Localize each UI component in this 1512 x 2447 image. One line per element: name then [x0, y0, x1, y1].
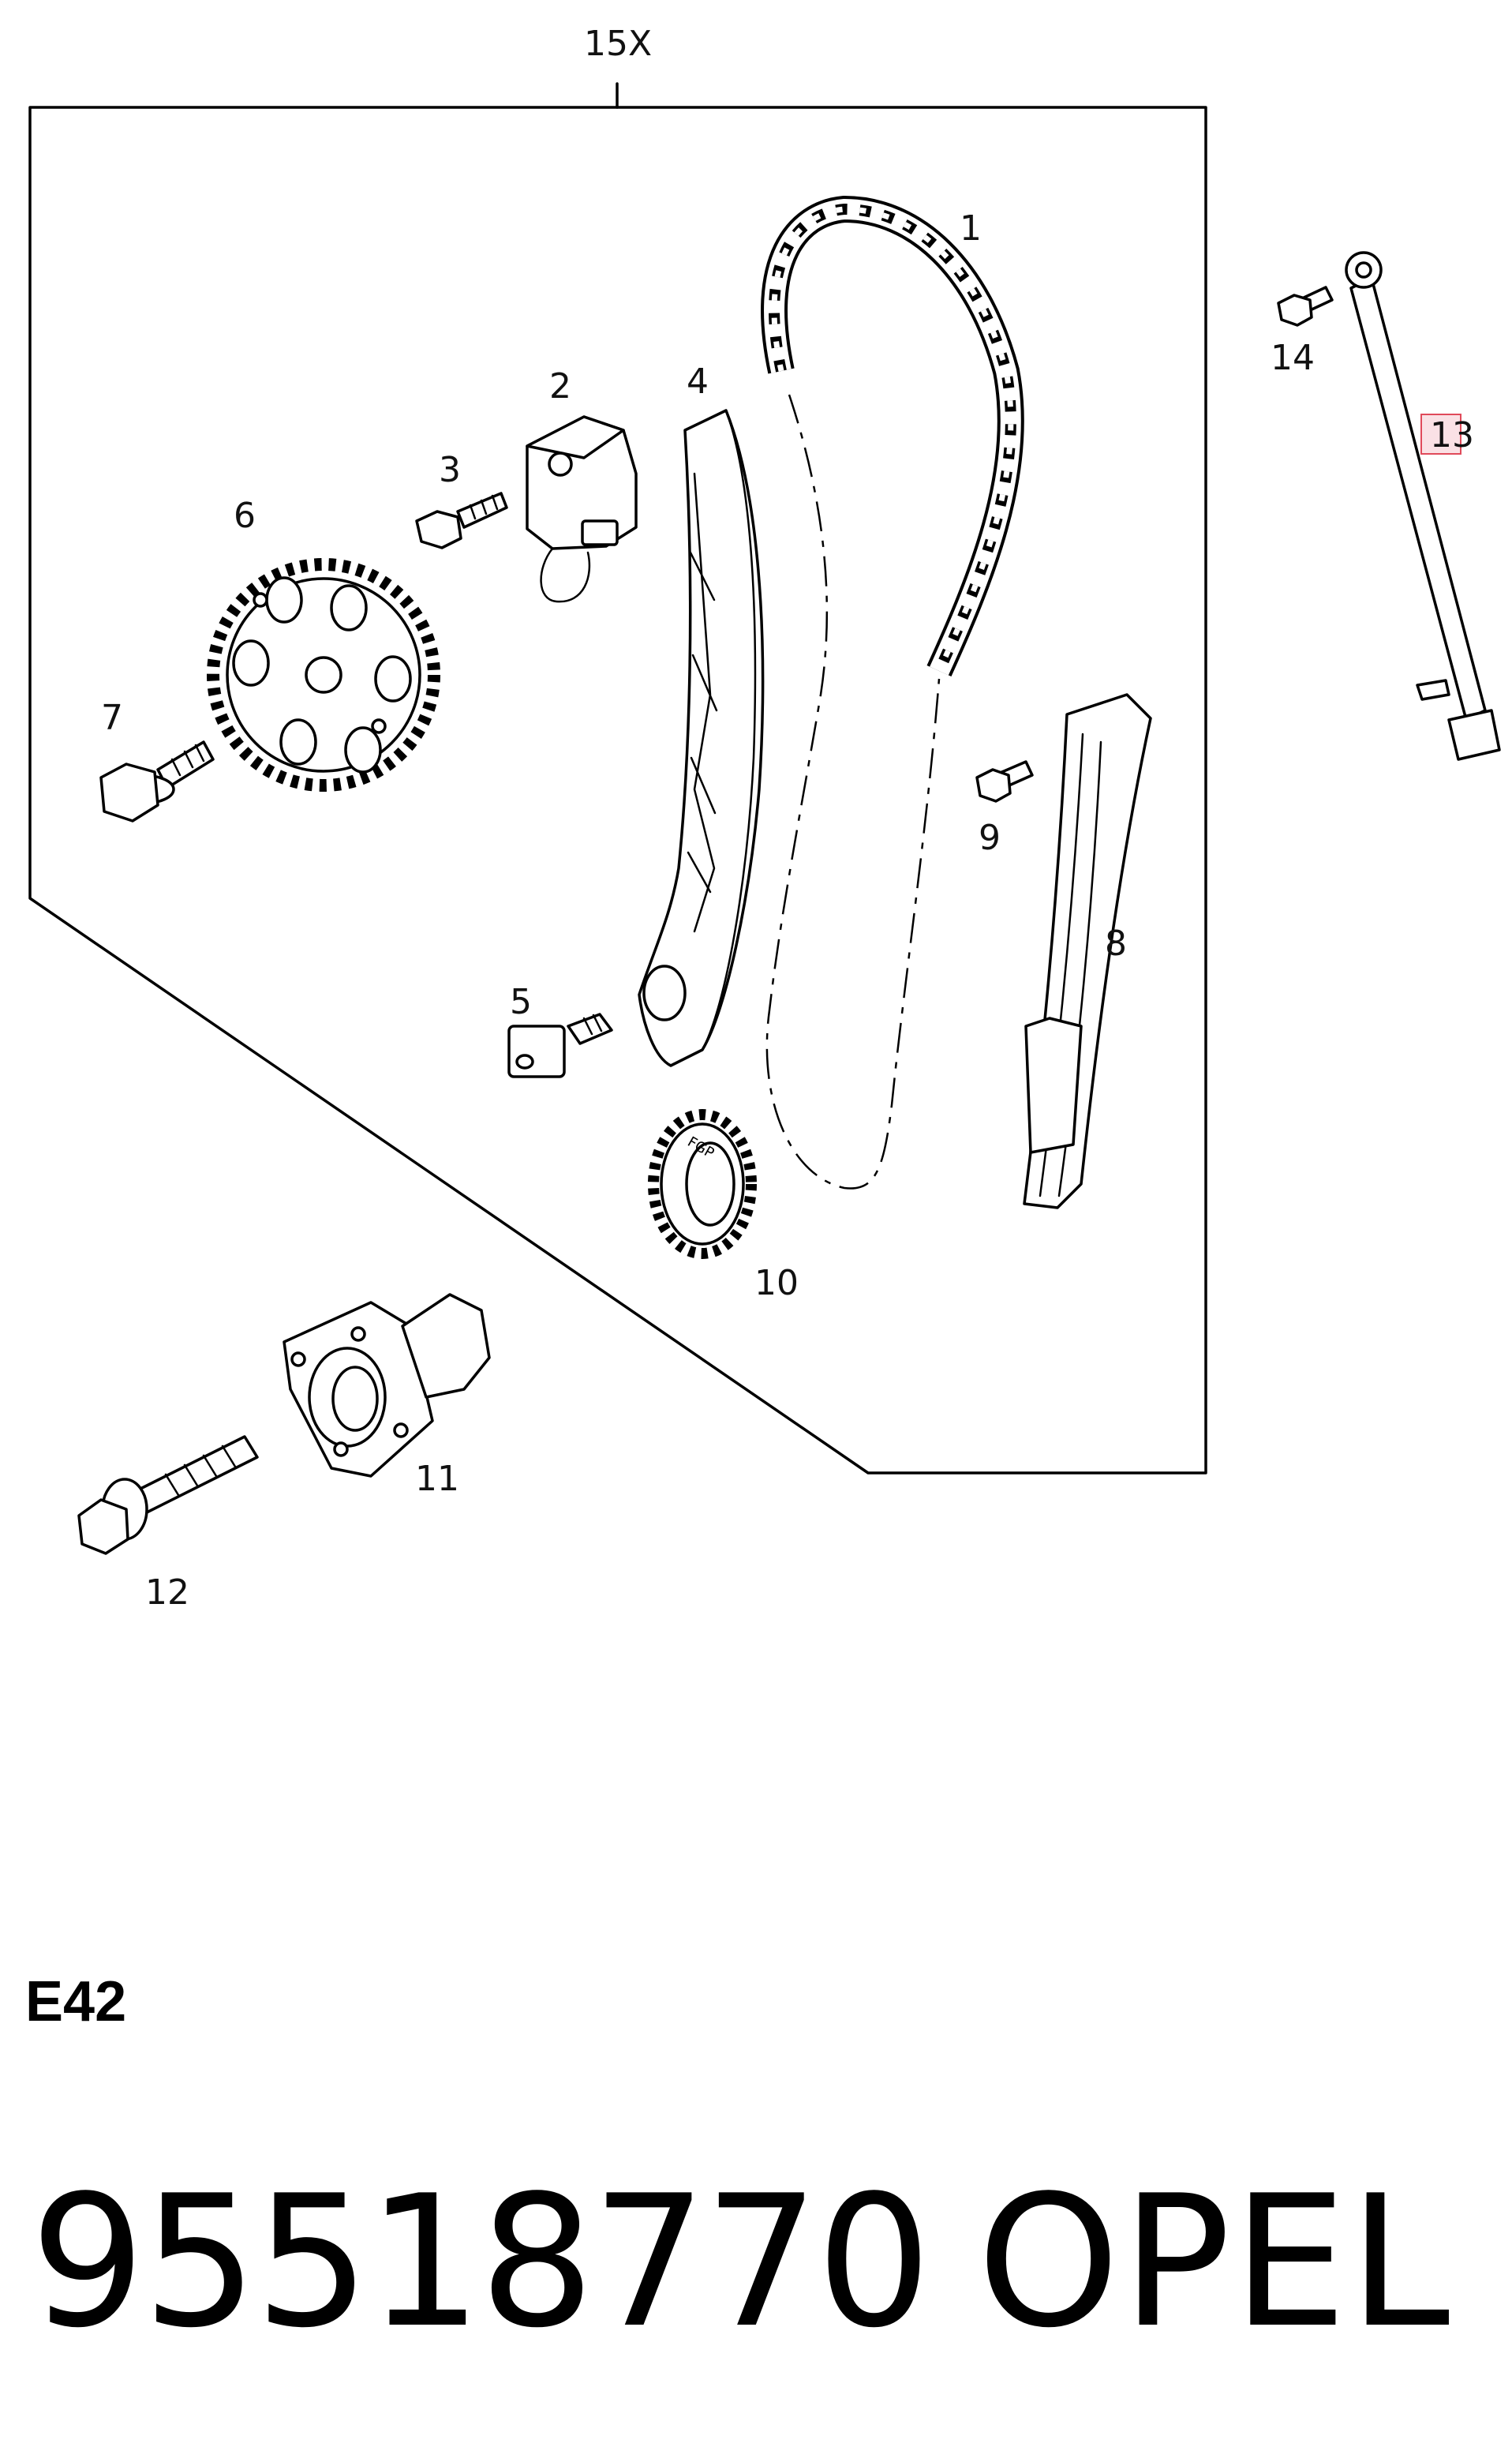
callout-13-highlight [1420, 414, 1461, 455]
parts-illustration: FGP [28, 82, 1501, 1555]
rod-bolt [1277, 286, 1334, 327]
callout-6: 6 [234, 496, 256, 536]
callout-1: 1 [960, 208, 982, 249]
chain-tensioner [526, 415, 638, 603]
callout-10: 10 [754, 1263, 799, 1303]
guide-rail [1023, 693, 1152, 1209]
callout-14: 14 [1271, 338, 1315, 378]
callout-8: 8 [1105, 924, 1127, 964]
kit-label: 15X [584, 24, 653, 64]
drive-flange [283, 1293, 491, 1478]
camshaft-sprocket [207, 558, 440, 792]
guide-rod [1345, 251, 1501, 761]
sprocket-bolt [99, 740, 215, 823]
timing-chain [761, 195, 1024, 1190]
callout-3: 3 [439, 450, 461, 490]
callout-11: 11 [415, 1459, 459, 1499]
callout-12: 12 [145, 1572, 189, 1613]
chain-path-dashed [765, 394, 941, 1190]
callout-5: 5 [510, 982, 532, 1022]
callout-13: 13 [1430, 415, 1474, 455]
section-code: E42 [25, 1970, 127, 2033]
callout-2: 2 [549, 366, 571, 407]
part-number: 95518770 [30, 2157, 932, 2368]
callout-4: 4 [687, 362, 709, 402]
crankshaft-sprocket [648, 1109, 757, 1259]
callout-9: 9 [979, 818, 1001, 858]
rail-pivot-bolt [507, 1013, 613, 1078]
flange-bolt [77, 1435, 259, 1555]
tensioner-bolt [415, 492, 508, 549]
brand-name: OPEL [977, 2157, 1452, 2368]
exploded-parts-diagram: FGP 15X 1 2 3 4 5 6 7 8 9 10 11 12 13 14 [28, 24, 1501, 1613]
tensioner-rail [638, 409, 765, 1067]
callout-7: 7 [101, 698, 123, 738]
kit-outline [28, 106, 1207, 1475]
guide-rail-bolt [975, 760, 1034, 803]
